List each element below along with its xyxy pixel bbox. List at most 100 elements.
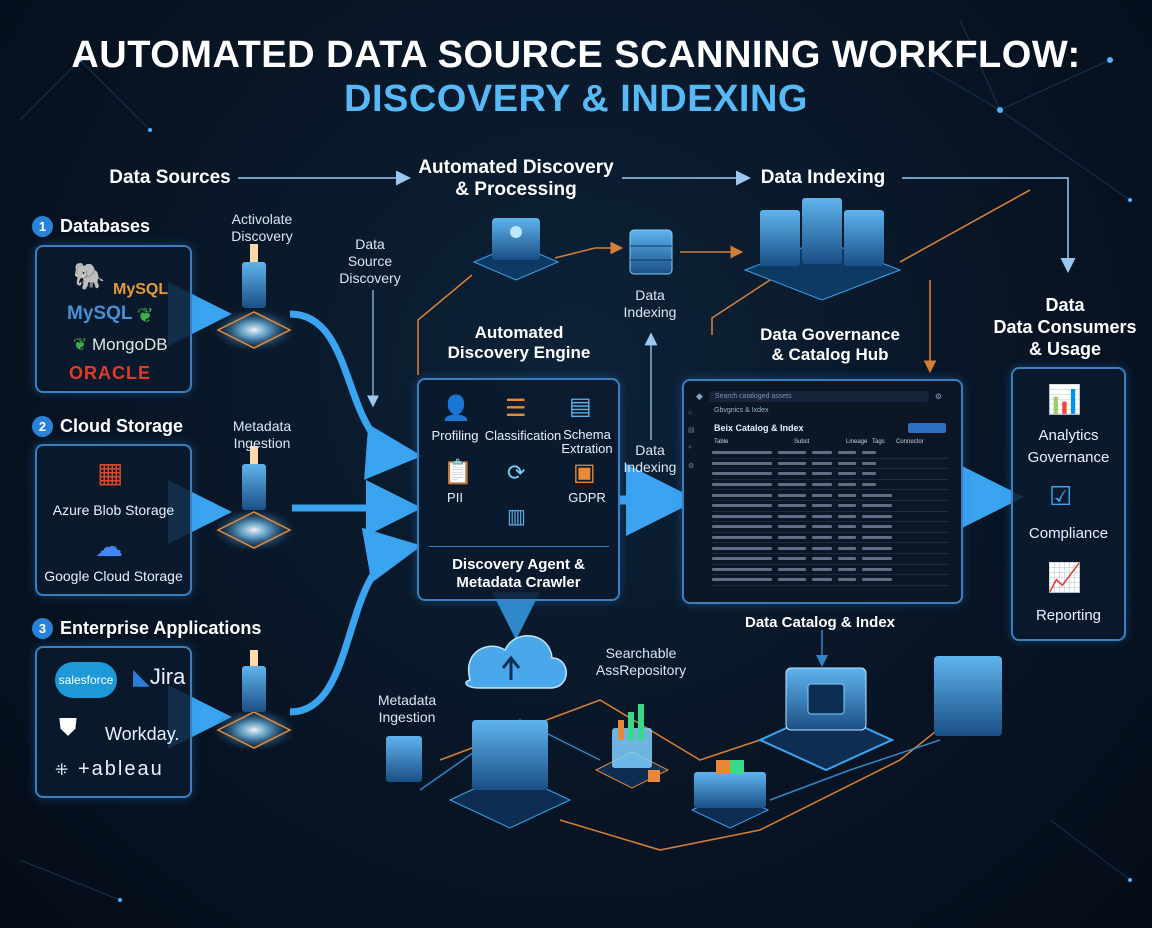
google-cloud-icon: ☁ xyxy=(95,531,123,562)
section-cloud-label: Cloud Storage xyxy=(60,416,184,436)
table-row[interactable] xyxy=(712,554,948,565)
oracle-logo: ORACLE xyxy=(69,363,151,383)
hub-title-line2: & Catalog Hub xyxy=(771,345,889,364)
mysql-logo-2: MySQL xyxy=(67,303,133,324)
engine-title-line1: Automated xyxy=(474,323,564,342)
table-row[interactable] xyxy=(712,490,948,501)
stage-data-indexing: Data Indexing xyxy=(760,167,886,188)
section-databases-heading: 1 Databases xyxy=(32,216,150,237)
section-number-2: 2 xyxy=(32,416,53,437)
table-row[interactable] xyxy=(712,448,948,459)
table-row[interactable] xyxy=(712,565,948,576)
bottom-server-right xyxy=(934,656,1002,736)
jira-label: Jira xyxy=(149,664,186,689)
consumer-compliance: Compliance xyxy=(1028,525,1109,542)
workday-logo: Workday. xyxy=(105,724,180,744)
metadata-caption-line1: Metadata xyxy=(232,418,292,434)
table-row[interactable] xyxy=(712,512,948,523)
catalog-hub-panel: ◆ Search cataloged assets ⚙ ⌂ ▤ ⌕ ⚙ Gbvg… xyxy=(682,379,963,604)
engine-divider xyxy=(429,546,609,547)
activate-caption-line2: Discovery xyxy=(231,228,293,244)
app-icon: ⛊ xyxy=(59,714,77,741)
table-row[interactable] xyxy=(712,459,948,470)
table-row[interactable] xyxy=(712,480,948,491)
tableau-logo: ⁜ +ableau xyxy=(55,758,164,781)
enterprise-panel: salesforce ◣Jira ⛊ Workday. ⁜ +ableau xyxy=(35,646,192,798)
curve-db xyxy=(289,310,422,480)
meta-bottom-caption-line2: Ingestion xyxy=(378,709,436,725)
curve-ent xyxy=(289,527,422,716)
hub-col-tags: Tags xyxy=(872,439,885,445)
table-row[interactable] xyxy=(712,469,948,480)
aws-s3-icon: ▦ xyxy=(97,457,124,488)
hub-nav-home-icon[interactable]: ⌂ xyxy=(688,409,693,416)
hub-title-line1: Data Governance xyxy=(760,325,900,344)
bottom-server-left xyxy=(448,720,572,829)
bottom-server-middle xyxy=(690,760,770,829)
consumer-reporting: Reporting xyxy=(1035,607,1102,624)
hub-nav-search-icon[interactable]: ⌕ xyxy=(688,444,692,451)
hub-sidebar: ⌂ ▤ ⌕ ⚙ xyxy=(688,409,700,589)
engine-footer-line2: Metadata Crawler xyxy=(456,574,581,591)
consumers-panel: 📊 Analytics Governance ☑ Compliance 📈 Re… xyxy=(1011,367,1126,641)
table-row[interactable] xyxy=(712,575,948,586)
idx-mid-caption: Data Indexing xyxy=(610,442,690,476)
stage-consumers-line3: & Usage xyxy=(1028,339,1102,359)
hub-col-subst: Subst xyxy=(794,439,810,445)
discovery-server xyxy=(472,218,560,281)
indexing-cube xyxy=(629,229,673,275)
table-row[interactable] xyxy=(712,501,948,512)
section-number-3: 3 xyxy=(32,618,53,639)
compliance-check-icon: ☑ xyxy=(1049,481,1073,511)
google-cloud-label: Google Cloud Storage xyxy=(44,568,183,584)
hub-nav-settings-icon[interactable]: ⚙ xyxy=(688,463,695,470)
dsd-caption-line1: Data xyxy=(355,236,385,252)
table-row[interactable] xyxy=(712,522,948,533)
hub-topbar: ◆ Search cataloged assets ⚙ xyxy=(696,389,942,403)
indexing-cluster xyxy=(743,198,902,301)
hub-nav-catalog-icon[interactable]: ▤ xyxy=(688,427,695,434)
hub-settings-icon[interactable]: ⚙ xyxy=(934,391,942,401)
classification-icon: ☰ xyxy=(505,395,527,422)
postgresql-icon: 🐘 xyxy=(73,261,106,291)
hub-action-button[interactable] xyxy=(908,423,946,433)
hub-screen-title: Beix Catalog & Index xyxy=(714,423,804,433)
engine-title-line2: Discovery Engine xyxy=(447,343,591,362)
searchable-caption: Searchable AssRepository xyxy=(576,645,706,679)
network-decoration xyxy=(19,19,1131,901)
title-line-2: DISCOVERY & INDEXING xyxy=(344,78,808,120)
pii-icon: 📋 xyxy=(443,459,473,486)
salesforce-logo: salesforce xyxy=(55,662,117,698)
table-row[interactable] xyxy=(712,533,948,544)
hub-col-lineage: Lineage xyxy=(846,439,868,445)
pii-label: PII xyxy=(447,490,463,505)
table-row[interactable] xyxy=(712,543,948,554)
stage-consumers-line2: Data Consumers xyxy=(993,317,1137,337)
metadata-caption-line2: Ingestion xyxy=(233,435,291,451)
mysql-logo-1: MySQL xyxy=(113,281,169,298)
sync-icon: ⟳ xyxy=(507,460,526,485)
tableau-label: +ableau xyxy=(77,758,164,780)
stage-discovery: Automated Discovery & Processing xyxy=(402,157,630,201)
crawler-icon: ▥ xyxy=(507,506,526,528)
dsd-caption-line2: Source xyxy=(347,253,393,269)
hub-table-header: Table Subst Lineage Tags Connector xyxy=(714,439,952,445)
consumer-analytics: Analytics xyxy=(1038,427,1099,444)
discovery-engine-panel: 👤 Profiling ☰ Classification ▤ Schema Ex… xyxy=(417,378,620,601)
idx-mid-caption-line2: Indexing xyxy=(623,459,677,475)
jira-icon: ◣ xyxy=(133,664,150,689)
hub-footer-caption: Data Catalog & Index xyxy=(744,614,896,631)
tableau-icon: ⁜ xyxy=(55,762,71,779)
title-line-1: AUTOMATED DATA SOURCE SCANNING WORKFLOW: xyxy=(71,34,1081,76)
stage-discovery-line1: Automated Discovery xyxy=(418,157,614,178)
searchable-caption-line2: AssRepository xyxy=(595,662,687,678)
reporting-chart-icon: 📈 xyxy=(1047,562,1082,593)
stage-data-sources: Data Sources xyxy=(109,167,231,188)
engine-footer: Discovery Agent & Metadata Crawler xyxy=(419,556,618,592)
hub-search-input[interactable]: Search cataloged assets xyxy=(708,390,929,402)
schema-label-line1: Schema xyxy=(563,427,611,442)
gdpr-icon: ▣ xyxy=(573,459,596,486)
dsd-caption-line3: Discovery xyxy=(339,270,401,286)
activate-caption: Activolate Discovery xyxy=(212,211,312,245)
leaf-icon: ❦ xyxy=(137,305,154,327)
